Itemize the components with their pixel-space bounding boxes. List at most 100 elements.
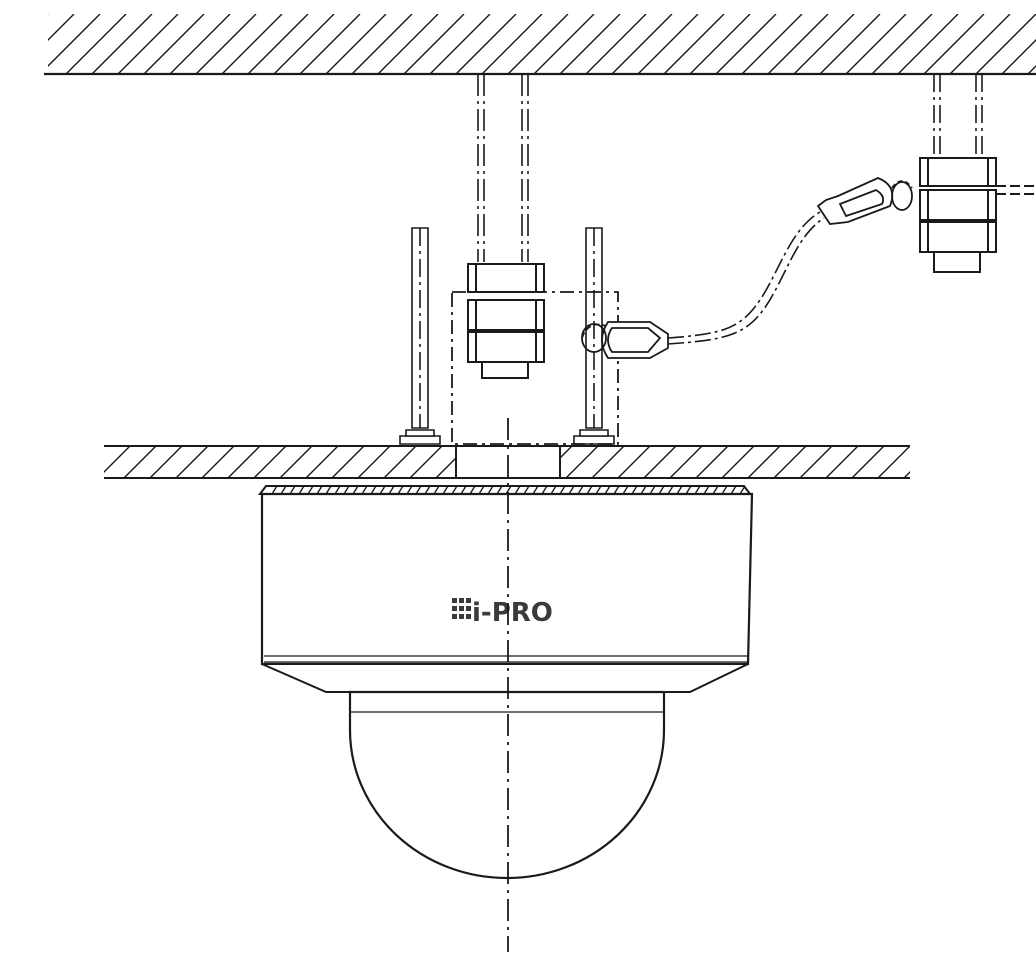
hatch-line: [104, 446, 131, 473]
rib-line: [415, 485, 422, 495]
rib-line: [433, 485, 440, 495]
hatch-line: [48, 14, 75, 41]
hatch-line: [429, 14, 491, 74]
rib-line: [280, 485, 287, 495]
rib-line: [397, 485, 404, 495]
hatch-line: [357, 446, 391, 478]
rib-line: [631, 485, 638, 495]
rib-line: [352, 485, 359, 495]
rib-line: [550, 485, 557, 495]
hatch-line: [923, 14, 985, 74]
hatch-line: [169, 14, 231, 74]
hatch-line: [91, 14, 153, 74]
rib-line: [370, 485, 377, 495]
hatch-line: [123, 446, 157, 478]
hatch-line: [305, 446, 339, 478]
hatch-line: [773, 446, 807, 478]
rib-line: [712, 485, 719, 495]
hatch-line: [195, 14, 257, 74]
camera-body: [258, 485, 754, 693]
hatch-line: [897, 14, 959, 74]
rib-line: [460, 485, 467, 495]
rib-line: [289, 485, 296, 495]
rib-line: [523, 485, 530, 495]
hex-nut-center: [467, 263, 545, 379]
rib-line: [658, 485, 665, 495]
brand-logo-text: i-PRO: [472, 598, 553, 628]
hatch-line: [507, 14, 569, 74]
hatch-line: [871, 14, 933, 74]
hatch-line: [247, 14, 309, 74]
rib-line: [379, 485, 386, 495]
hatch-line: [279, 446, 313, 478]
hatch-line: [903, 471, 910, 478]
rib-line: [532, 485, 539, 495]
hatch-line: [201, 446, 235, 478]
rib-line: [334, 485, 341, 495]
hatch-line: [104, 446, 105, 447]
mount-studs: [399, 227, 615, 445]
hatch-line: [721, 446, 755, 478]
hatch-line: [663, 14, 725, 74]
rib-line: [388, 485, 395, 495]
hatch-line: [65, 14, 127, 74]
hatch-line: [48, 14, 101, 67]
rib-line: [676, 485, 683, 495]
hatch-line: [351, 14, 413, 74]
hatch-line: [585, 14, 647, 74]
rib-line: [649, 485, 656, 495]
hatch-line: [617, 446, 651, 478]
rib-line: [487, 485, 494, 495]
hatch-line: [669, 446, 703, 478]
hatch-line: [227, 446, 261, 478]
rib-line: [730, 485, 737, 495]
rib-line: [343, 485, 350, 495]
rib-line: [451, 485, 458, 495]
rib-line: [559, 485, 566, 495]
rib-line: [694, 485, 701, 495]
hatch-line: [221, 14, 283, 74]
hatch-line: [565, 446, 599, 478]
rib-line: [406, 485, 413, 495]
rib-line: [316, 485, 323, 495]
rib-line: [514, 485, 521, 495]
hatch-line: [117, 14, 179, 74]
hatch-line: [377, 14, 439, 74]
hatch-line: [1001, 39, 1036, 74]
hatch-line: [48, 14, 49, 15]
rib-line: [595, 485, 602, 495]
hatch-line: [455, 14, 517, 74]
brand-logo-dots-icon: [452, 598, 471, 619]
hatch-line: [533, 14, 595, 74]
hatch-line: [825, 446, 859, 478]
hatch-line: [331, 446, 365, 478]
hatch-line: [559, 14, 621, 74]
hatch-line: [949, 14, 1011, 74]
rib-line: [298, 485, 305, 495]
camera-dome: [348, 690, 666, 880]
hatch-line: [747, 446, 781, 478]
hatch-line: [877, 446, 910, 478]
hatch-line: [845, 14, 907, 74]
rib-line: [361, 485, 368, 495]
rib-line: [667, 485, 674, 495]
rib-line: [613, 485, 620, 495]
hatch-line: [409, 446, 443, 478]
hatch-line: [403, 14, 465, 74]
hatch-line: [299, 14, 361, 74]
hatch-line: [253, 446, 287, 478]
rib-line: [640, 485, 647, 495]
rib-line: [469, 485, 476, 495]
hatch-line: [325, 14, 387, 74]
rib-line: [541, 485, 548, 495]
hatch-line: [695, 446, 729, 478]
ceiling-slab: [104, 445, 962, 479]
hatch-line: [930, 446, 962, 478]
hatch-line: [383, 446, 417, 478]
safety-wire: [667, 211, 825, 345]
rib-line: [568, 485, 575, 495]
rib-line: [478, 485, 485, 495]
hatch-line: [793, 14, 855, 74]
rib-line: [496, 485, 503, 495]
